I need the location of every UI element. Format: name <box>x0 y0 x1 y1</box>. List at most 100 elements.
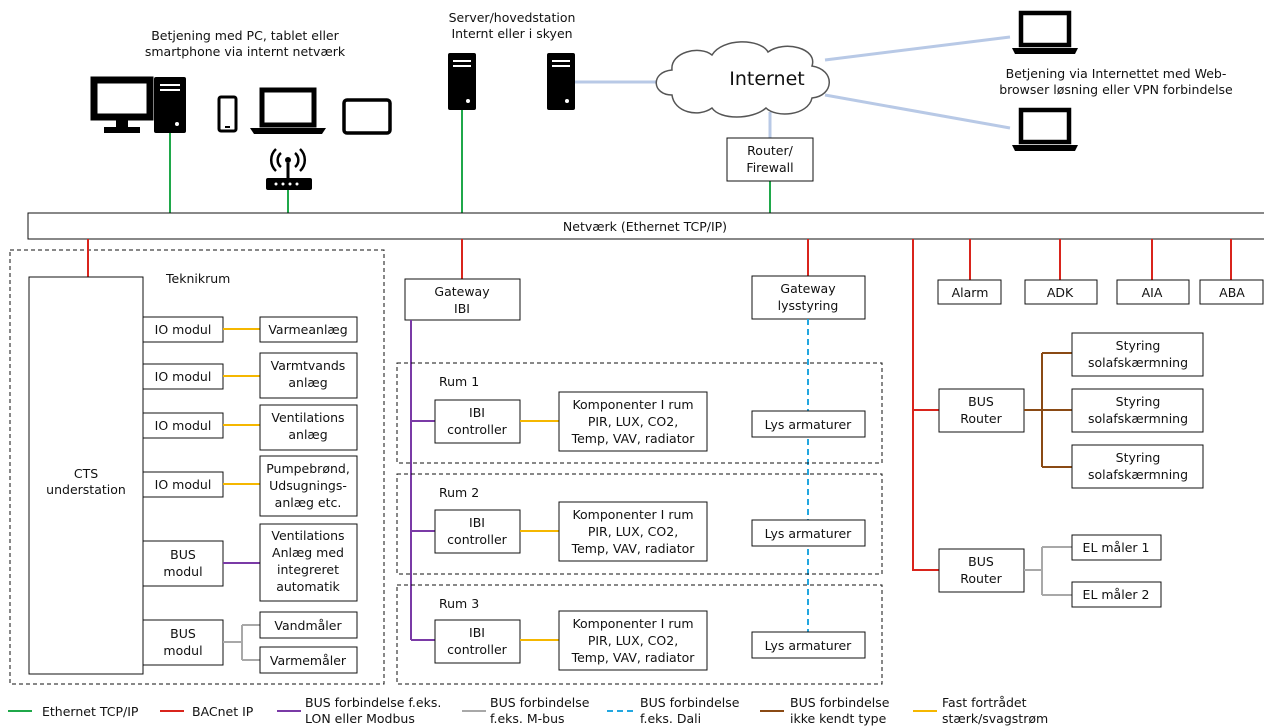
el-maler-label: EL måler 2 <box>1083 587 1150 602</box>
styring-box <box>1071 332 1204 377</box>
legend-label: Fast fortrådet <box>942 695 1027 710</box>
laptop-icon <box>250 87 326 134</box>
gateway-lys-box <box>751 275 866 320</box>
module-label: modul <box>163 643 202 658</box>
module-label: modul <box>163 564 202 579</box>
gateway-ibi-box <box>404 278 521 321</box>
device-label: Pumpebrønd, <box>266 461 350 476</box>
bus-module-box <box>142 540 224 587</box>
components-label: Komponenter I rum <box>572 397 693 412</box>
bus-router-label: BUS <box>968 394 994 409</box>
gateway-lys-label: lysstyring <box>778 298 839 313</box>
system-box-aia <box>1116 279 1190 305</box>
legend-label: ikke kendt type <box>790 711 887 726</box>
module-label: IO modul <box>155 369 212 384</box>
device-box <box>259 316 358 343</box>
pc-tower-icon <box>154 77 186 133</box>
device-label: anlæg <box>288 427 327 442</box>
components-box <box>558 610 708 671</box>
bus-mbus-line <box>223 624 260 661</box>
components-box <box>558 501 708 562</box>
el-maler-box <box>1071 581 1162 608</box>
bus-module-box <box>142 619 224 666</box>
bus-router-label: Router <box>960 411 1002 426</box>
lys-armaturer-box <box>751 631 866 659</box>
gateway-ibi-label: IBI <box>454 301 470 316</box>
module-label: BUS <box>170 547 196 562</box>
server-tower-icon <box>448 53 476 110</box>
lys-label: Lys armaturer <box>765 638 852 653</box>
components-label: Komponenter I rum <box>572 616 693 631</box>
controller-label: controller <box>447 642 507 657</box>
components-label: PIR, LUX, CO2, <box>588 524 678 539</box>
laptop-icon <box>1012 107 1078 151</box>
system-box-aba <box>1199 279 1264 305</box>
legend-label: BUS forbindelse <box>490 695 590 710</box>
device-label: Udsugnings- <box>269 478 347 493</box>
styring-label: Styring <box>1116 450 1161 465</box>
el-maler-label: EL måler 1 <box>1083 540 1150 555</box>
system-label: ABA <box>1219 285 1245 300</box>
styring-label: solafskærmning <box>1088 467 1188 482</box>
controller-label: IBI <box>469 405 485 420</box>
laptop-icon <box>1012 10 1078 54</box>
system-label: ADK <box>1047 285 1074 300</box>
teknikrum-title: Teknikrum <box>165 271 230 286</box>
bus-mbus-line <box>1024 546 1072 596</box>
room-title: Rum 3 <box>439 596 479 611</box>
styring-label: Styring <box>1116 338 1161 353</box>
legend-label: BUS forbindelse <box>640 695 740 710</box>
lys-label: Lys armaturer <box>765 526 852 541</box>
lys-armaturer-box <box>751 410 866 438</box>
system-box-alarm <box>937 279 1002 305</box>
module-label: IO modul <box>155 322 212 337</box>
devices-label-line2: smartphone via internt netværk <box>145 44 346 59</box>
el-maler-box <box>1071 534 1162 561</box>
device-label: integreret <box>277 562 339 577</box>
device-label: Varmemåler <box>270 653 347 668</box>
room-frame <box>396 473 883 575</box>
internet-remote-link-1 <box>824 35 1011 62</box>
gateway-ibi-label: Gateway <box>434 284 490 299</box>
ibi-controller-box <box>434 509 521 554</box>
router-label-line1: Router/ <box>747 143 793 158</box>
device-box <box>259 404 358 451</box>
controller-label: IBI <box>469 515 485 530</box>
router-label-line2: Firewall <box>746 160 793 175</box>
components-box <box>558 391 708 452</box>
device-label: Varmeanlæg <box>268 322 347 337</box>
lys-label: Lys armaturer <box>765 417 852 432</box>
cts-label-line2: understation <box>46 482 126 497</box>
module-label: IO modul <box>155 477 212 492</box>
legend-label: LON eller Modbus <box>305 711 415 726</box>
device-box <box>259 646 358 674</box>
styring-label: solafskærmning <box>1088 355 1188 370</box>
network-label: Netværk (Ethernet TCP/IP) <box>563 219 727 234</box>
system-box-adk <box>1024 279 1098 305</box>
components-label: PIR, LUX, CO2, <box>588 414 678 429</box>
remote-label-line1: Betjening via Internettet med Web- <box>1006 66 1227 81</box>
device-label: Vandmåler <box>274 618 342 633</box>
device-label: anlæg etc. <box>275 495 342 510</box>
device-label: anlæg <box>288 375 327 390</box>
legend-label: BUS forbindelse <box>790 695 890 710</box>
controller-label: controller <box>447 532 507 547</box>
remote-label-line2: browser løsning eller VPN forbindelse <box>999 82 1233 97</box>
smartphone-icon <box>217 95 238 133</box>
controller-label: controller <box>447 422 507 437</box>
bus-router-bacnet-line <box>912 239 939 571</box>
device-label: Anlæg med <box>272 545 344 560</box>
controller-label: IBI <box>469 625 485 640</box>
components-label: Temp, VAV, radiator <box>571 541 696 556</box>
cts-label-line1: CTS <box>74 466 98 481</box>
room-title: Rum 1 <box>439 374 479 389</box>
wifi-router-icon <box>266 148 312 190</box>
server-tower-icon <box>547 53 575 110</box>
bus-router-box <box>938 388 1025 433</box>
legend-label: f.eks. Dali <box>640 711 701 726</box>
device-box <box>259 352 358 399</box>
module-label: BUS <box>170 626 196 641</box>
device-label: Varmtvands <box>271 358 346 373</box>
room-frame <box>396 362 883 464</box>
legend-label: BACnet IP <box>192 704 254 719</box>
